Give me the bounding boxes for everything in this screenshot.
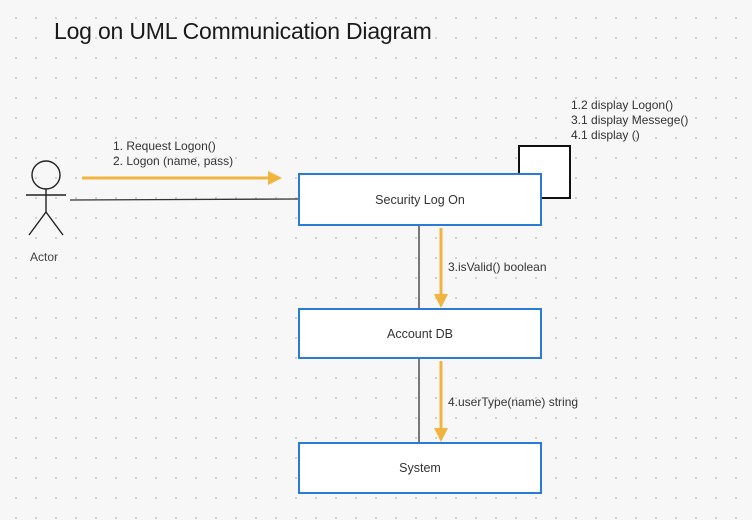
object-security-log-on-label: Security Log On (375, 192, 465, 207)
object-system[interactable]: System (298, 442, 542, 494)
message-label-usertype: 4.userType(name) string (448, 395, 579, 409)
message-label-display-message: 3.1 display Messege() (571, 113, 689, 127)
actor-label: Actor (30, 250, 59, 264)
object-security-log-on[interactable]: Security Log On (298, 173, 542, 226)
message-label-logon: 2. Logon (name, pass) (113, 154, 234, 168)
object-system-label: System (399, 461, 441, 475)
actor-security-link (69, 198, 299, 201)
diagram-title: Log on UML Communication Diagram (54, 18, 432, 44)
message-label-isvalid: 3.isValid() boolean (448, 260, 547, 274)
message-arrow-security-account (434, 228, 448, 308)
message-arrow-actor-security (82, 171, 282, 185)
object-account-db-label: Account DB (386, 326, 453, 341)
message-label-display-logon: 1.2 display Logon() (571, 98, 674, 112)
message-label-display: 4.1 display () (571, 128, 640, 142)
object-account-db[interactable]: Account DB (298, 308, 542, 359)
actor-icon (26, 160, 66, 236)
message-arrow-account-system (434, 361, 448, 442)
message-label-request-logon: 1. Request Logon() (113, 139, 216, 153)
